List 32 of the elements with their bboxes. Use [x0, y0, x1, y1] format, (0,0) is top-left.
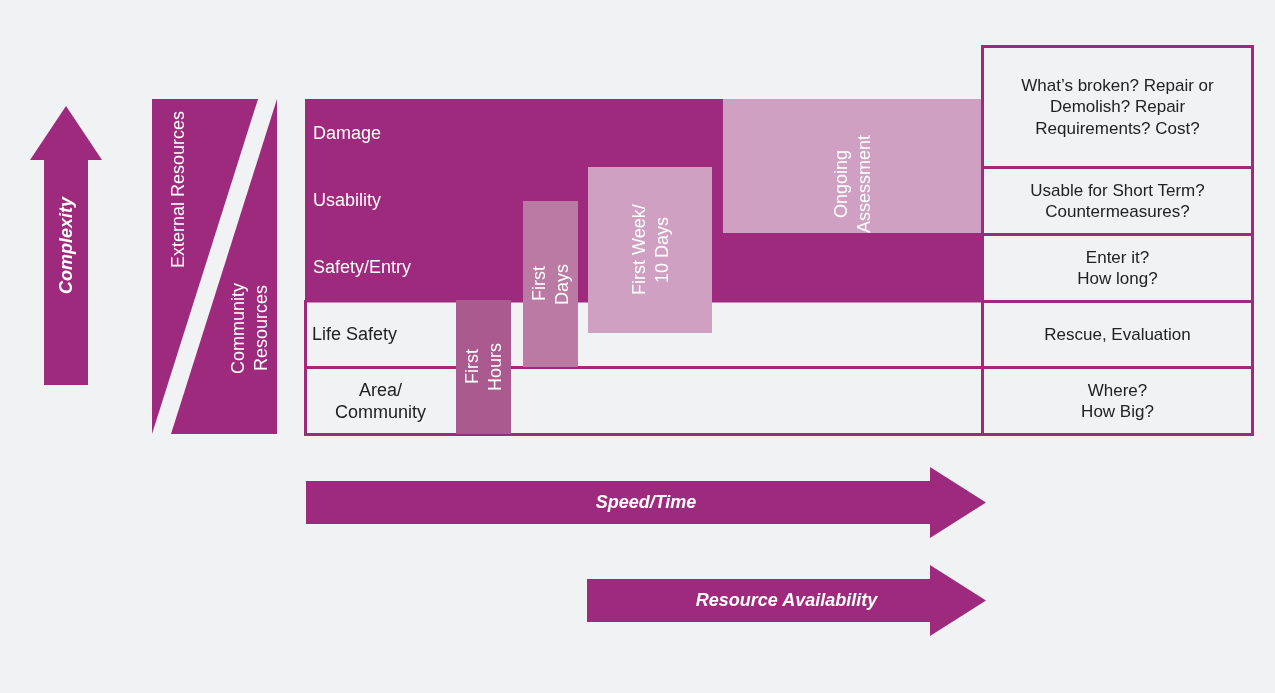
time-box: [723, 99, 982, 233]
question-box: [981, 166, 1254, 236]
row-label: First Hours: [461, 342, 506, 393]
resource-label: Community Resources: [226, 281, 271, 376]
question-box: [981, 233, 1254, 303]
time-box: [523, 201, 578, 367]
arrow-banner: [30, 106, 102, 385]
row-label: Area/ Community: [334, 378, 427, 424]
question-box: [981, 366, 1254, 436]
arrow-banner: [587, 565, 986, 636]
question-box: [981, 300, 1254, 369]
row-label: Damage: [313, 121, 382, 145]
row-label: Enter it? How long?: [1076, 246, 1159, 290]
resource-label: External Resources: [166, 111, 189, 269]
arrow-label: Complexity: [54, 197, 77, 294]
row-label: What’s broken? Repair or Demolish? Repair Requirements? Cost?: [1020, 75, 1215, 139]
row-label: First Week/ 10 Days: [627, 203, 673, 298]
row-label: Rescue, Evaluation: [1043, 323, 1192, 346]
row-label: Where? How Big?: [1080, 379, 1155, 423]
row-label: First Days: [528, 262, 573, 307]
question-box: [981, 45, 1254, 169]
row-label: Safety/Entry: [313, 255, 412, 279]
time-box: [456, 300, 511, 434]
triangle-band: [171, 99, 277, 434]
row-label: Usable for Short Term? Countermeasures?: [1029, 179, 1206, 223]
row-label: Life Safety: [312, 322, 398, 346]
time-box: [588, 167, 712, 333]
row-label: Ongoing Assessment: [830, 134, 875, 236]
arrow-label: Resource Availability: [695, 589, 878, 612]
arrow-banner: [306, 467, 986, 538]
arrow-label: Speed/Time: [595, 491, 697, 514]
row-label: Usability: [313, 188, 382, 212]
